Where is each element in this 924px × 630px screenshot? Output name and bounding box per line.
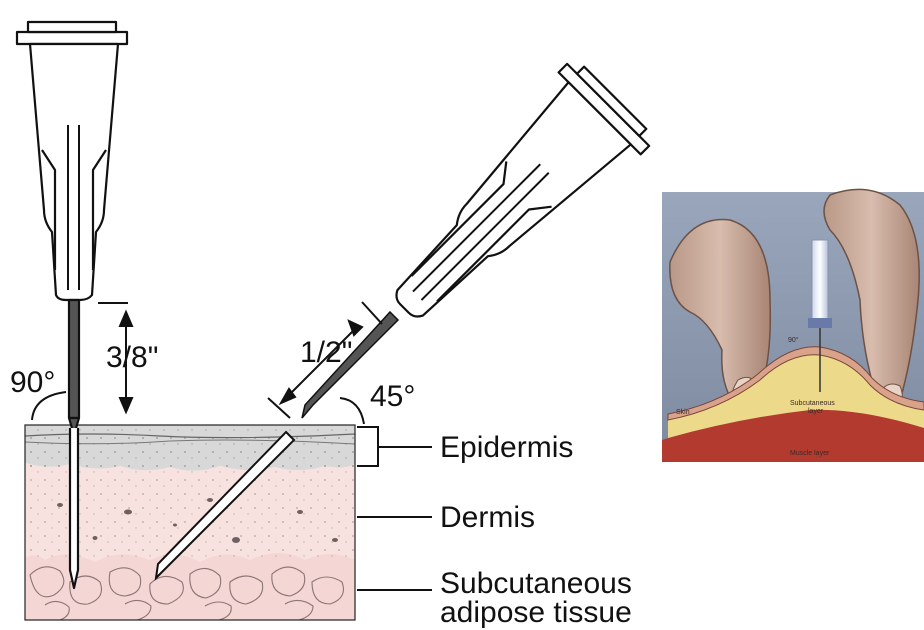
inset-muscle-label: Muscle layer xyxy=(790,450,830,457)
angle-arc-45 xyxy=(340,398,364,424)
syringe-45-degree xyxy=(363,57,656,350)
inset-photo: 90° Subcutaneous layer Skin Muscle layer xyxy=(662,189,924,462)
subcutaneous-label-line2: adipose tissue xyxy=(440,596,632,629)
dermis-label: Dermis xyxy=(440,501,535,534)
epidermis-bracket xyxy=(357,427,432,466)
inset-skin-label: Skin xyxy=(676,409,690,416)
angle-90-label: 90° xyxy=(10,366,55,399)
angle-45-label: 45° xyxy=(370,380,415,413)
epidermis-label: Epidermis xyxy=(440,431,573,464)
inset-subcutaneous-line1: Subcutaneous xyxy=(790,400,835,407)
depth-3-8-label: 3/8" xyxy=(106,341,158,374)
length-1-2-label: 1/2" xyxy=(300,336,352,369)
inset-subcutaneous-line2: layer xyxy=(808,408,824,415)
inset-angle-label: 90° xyxy=(788,336,799,344)
